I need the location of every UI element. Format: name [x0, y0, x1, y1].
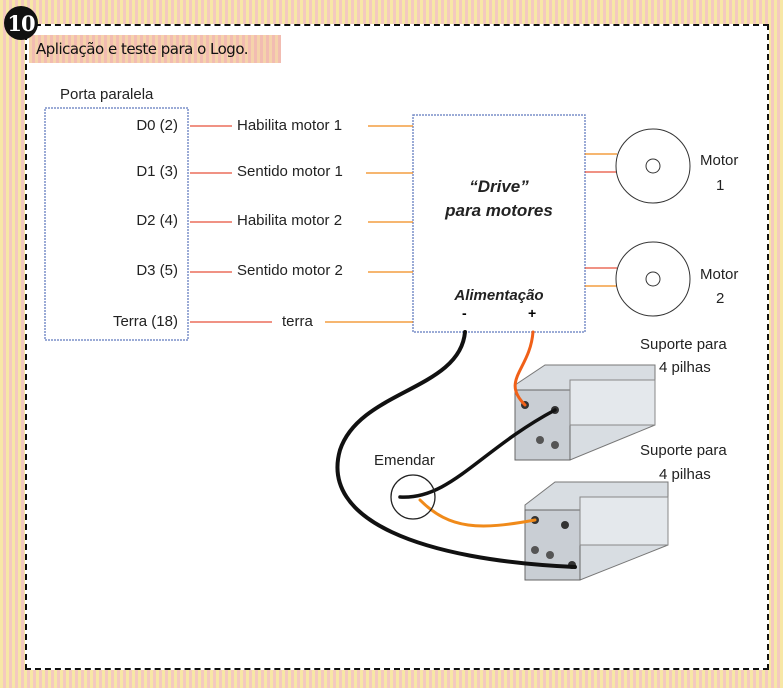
- splice-circle: [390, 474, 436, 520]
- pin-ground: Terra (18): [112, 313, 178, 330]
- pin-d0: D0 (2): [136, 117, 178, 134]
- motor-2-label: Motor: [700, 266, 739, 283]
- battery-holder-1-icon: [514, 364, 656, 461]
- wire-positive-orange: [513, 330, 535, 407]
- battery-holder-1-label-line2: 4 pilhas: [659, 359, 711, 376]
- splice-label: Emendar: [374, 452, 435, 469]
- signal-enable-motor-2: Habilita motor 2: [237, 212, 343, 229]
- negative-terminal-label: -: [462, 305, 467, 321]
- title-bar: [29, 35, 281, 63]
- battery-holder-2-icon: [524, 481, 669, 581]
- figure-number-badge: 10: [4, 6, 38, 40]
- driver-title-line1: “Drive”: [469, 177, 529, 196]
- motor-2-shaft-icon: [645, 271, 661, 287]
- motor-1-shaft-icon: [645, 158, 661, 174]
- pin-d1: D1 (3): [136, 163, 178, 180]
- motor-1-label: Motor: [700, 152, 739, 169]
- figure-title: Aplicação e teste para o Logo.: [36, 40, 249, 58]
- battery-holder-1-label-line1: Suporte para: [640, 336, 727, 353]
- parallel-port-label: Porta paralela: [60, 86, 154, 103]
- wire-splice-black: [398, 408, 557, 499]
- wire-negative-black: [335, 330, 577, 569]
- battery-holder-2-label-line1: Suporte para: [640, 442, 727, 459]
- motor-driver-box: [412, 114, 586, 333]
- signal-direction-motor-2: Sentido motor 2: [237, 262, 343, 279]
- signal-enable-motor-1: Habilita motor 1: [237, 117, 343, 134]
- power-label: Alimentação: [454, 287, 544, 304]
- wire-splice-orange: [418, 498, 537, 528]
- pin-d3: D3 (5): [136, 262, 178, 279]
- pin-d2: D2 (4): [136, 212, 178, 229]
- signal-ground: terra: [282, 313, 313, 330]
- signal-direction-motor-1: Sentido motor 1: [237, 163, 343, 180]
- parallel-port-box: [44, 107, 189, 341]
- battery-holder-2-label-line2: 4 pilhas: [659, 466, 711, 483]
- motor-1-number: 1: [716, 177, 725, 194]
- motor-2-number: 2: [716, 290, 725, 307]
- driver-title-line2: para motores: [445, 201, 553, 220]
- positive-terminal-label: +: [528, 305, 537, 321]
